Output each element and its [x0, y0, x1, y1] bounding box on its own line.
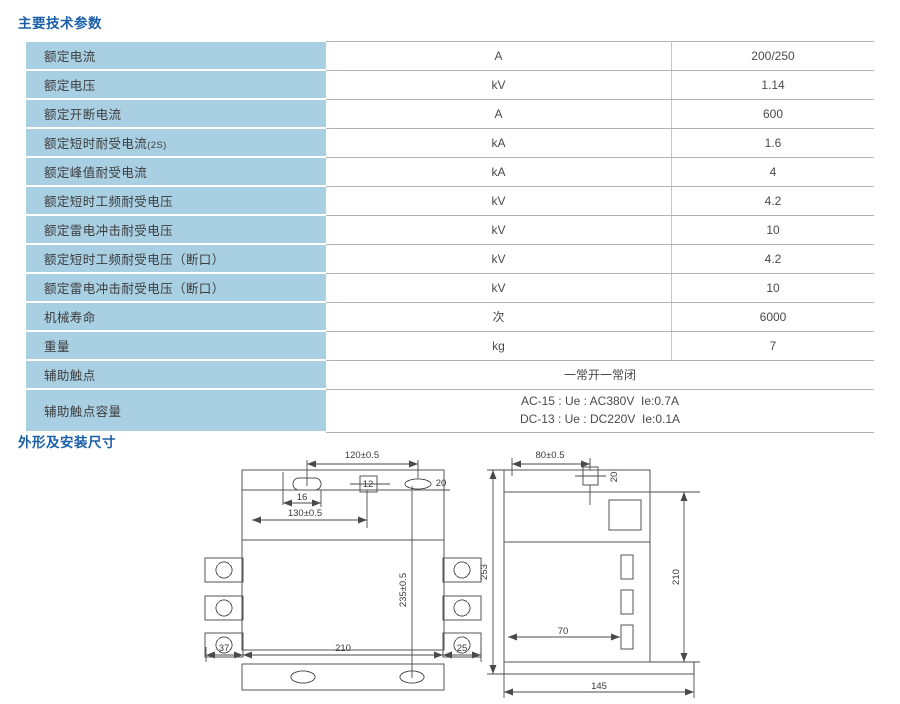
table-row: 额定雷电冲击耐受电压（断口） kV 10	[26, 272, 874, 303]
row-unit: kg	[326, 330, 672, 361]
front-view	[204, 469, 482, 691]
row-unit: 次	[326, 301, 672, 332]
row-label-text: 额定短时工频耐受电压（断口）	[44, 253, 225, 267]
side-view-dimensions	[487, 458, 700, 698]
dim-label-80: 80±0.5	[536, 450, 565, 461]
table-row: 额定雷电冲击耐受电压 kV 10	[26, 214, 874, 245]
dim-label-12: 12	[363, 479, 374, 490]
dim-label-145: 145	[591, 681, 607, 692]
row-unit: kV	[326, 214, 672, 245]
row-label-text: 额定峰值耐受电流	[44, 166, 148, 180]
dimension-drawing-svg: 120±0.5 130±0.5 16 12 20 235±0.5 210 37 …	[204, 450, 700, 698]
table-row-merged: 辅助触点容量 AC-15 : Ue : AC380V Ie:0.7A DC-13…	[26, 388, 874, 433]
row-label: 额定短时工频耐受电压（断口）	[26, 243, 326, 274]
row-value: 10	[671, 214, 874, 245]
dim-label-210: 210	[335, 643, 351, 654]
row-value: 6000	[671, 301, 874, 332]
row-value: 200/250	[671, 40, 874, 71]
front-view-dimensions	[205, 460, 482, 678]
table-row: 额定电压 kV 1.14	[26, 69, 874, 100]
row-value: 4.2	[671, 243, 874, 274]
row-value: 4.2	[671, 185, 874, 216]
row-label: 机械寿命	[26, 301, 326, 332]
row-label-text: 额定雷电冲击耐受电压	[44, 224, 174, 238]
dim-label-25: 25	[457, 643, 468, 654]
row-unit: kV	[326, 185, 672, 216]
row-value-merged: 一常开一常闭	[326, 359, 874, 390]
dim-label-20: 20	[436, 478, 447, 489]
row-label-text: 重量	[44, 340, 70, 354]
row-value: 600	[671, 98, 874, 129]
row-label-text: 额定雷电冲击耐受电压（断口）	[44, 282, 225, 296]
row-value: 7	[671, 330, 874, 361]
table-row: 额定峰值耐受电流 kA 4	[26, 156, 874, 187]
row-label: 额定电压	[26, 69, 326, 100]
dim-label-235: 235±0.5	[398, 573, 409, 607]
row-label-text: 额定开断电流	[44, 108, 122, 122]
row-unit: kA	[326, 127, 672, 158]
row-label-text: 额定电流	[44, 50, 96, 64]
front-view-labels: 120±0.5 130±0.5 16 12 20 235±0.5 210 37 …	[219, 450, 468, 654]
dim-label-130: 130±0.5	[288, 508, 322, 519]
page-title-dimensions: 外形及安装尺寸	[18, 435, 116, 450]
row-value-merged-text: AC-15 : Ue : AC380V Ie:0.7A DC-13 : Ue :…	[519, 394, 681, 426]
dim-label-120: 120±0.5	[345, 450, 379, 461]
row-unit: kV	[326, 243, 672, 274]
side-view	[503, 466, 695, 675]
row-label: 额定雷电冲击耐受电压	[26, 214, 326, 245]
row-unit: A	[326, 40, 672, 71]
specifications-table-body: 额定电流 A 200/250 额定电压 kV 1.14 额定开断电流 A 600…	[26, 40, 874, 433]
row-label: 额定开断电流	[26, 98, 326, 129]
row-label-text: 额定电压	[44, 79, 96, 93]
row-label: 额定电流	[26, 40, 326, 71]
side-view-labels: 80±0.5 20 253 210 70 145	[479, 450, 682, 692]
row-label: 额定雷电冲击耐受电压（断口）	[26, 272, 326, 303]
row-unit: kV	[326, 272, 672, 303]
table-row: 额定短时耐受电流(2S) kA 1.6	[26, 127, 874, 158]
dim-label-37: 37	[219, 643, 230, 654]
row-label: 额定短时工频耐受电压	[26, 185, 326, 216]
row-unit: kV	[326, 69, 672, 100]
dim-label-16: 16	[297, 492, 308, 503]
table-row: 机械寿命 次 6000	[26, 301, 874, 332]
table-row-merged: 辅助触点 一常开一常闭	[26, 359, 874, 390]
specifications-table: 额定电流 A 200/250 额定电压 kV 1.14 额定开断电流 A 600…	[26, 40, 874, 433]
row-label: 重量	[26, 330, 326, 361]
table-row: 额定开断电流 A 600	[26, 98, 874, 129]
table-row: 额定短时工频耐受电压 kV 4.2	[26, 185, 874, 216]
row-label-text: 额定短时工频耐受电压	[44, 195, 174, 209]
row-value: 1.14	[671, 69, 874, 100]
table-row: 额定短时工频耐受电压（断口） kV 4.2	[26, 243, 874, 274]
row-unit: A	[326, 98, 672, 129]
row-label-sub: (2S)	[147, 140, 167, 151]
row-label-text: 机械寿命	[44, 311, 96, 325]
dim-label-70: 70	[558, 626, 569, 637]
dim-label-253: 253	[479, 564, 490, 580]
dim-label-20: 20	[609, 472, 620, 483]
dim-label-210: 210	[671, 569, 682, 585]
row-value: 4	[671, 156, 874, 187]
table-row: 重量 kg 7	[26, 330, 874, 361]
table-row: 额定电流 A 200/250	[26, 40, 874, 71]
row-value: 1.6	[671, 127, 874, 158]
row-value: 10	[671, 272, 874, 303]
row-label: 辅助触点	[26, 359, 326, 390]
dimension-drawing: 120±0.5 130±0.5 16 12 20 235±0.5 210 37 …	[0, 450, 900, 704]
row-label: 辅助触点容量	[26, 388, 326, 433]
row-label: 额定峰值耐受电流	[26, 156, 326, 187]
row-label-text: 额定短时耐受电流	[44, 137, 148, 151]
row-label: 额定短时耐受电流(2S)	[26, 127, 326, 158]
row-value-merged: AC-15 : Ue : AC380V Ie:0.7A DC-13 : Ue :…	[326, 388, 874, 433]
row-unit: kA	[326, 156, 672, 187]
page-title-specifications: 主要技术参数	[18, 16, 102, 31]
